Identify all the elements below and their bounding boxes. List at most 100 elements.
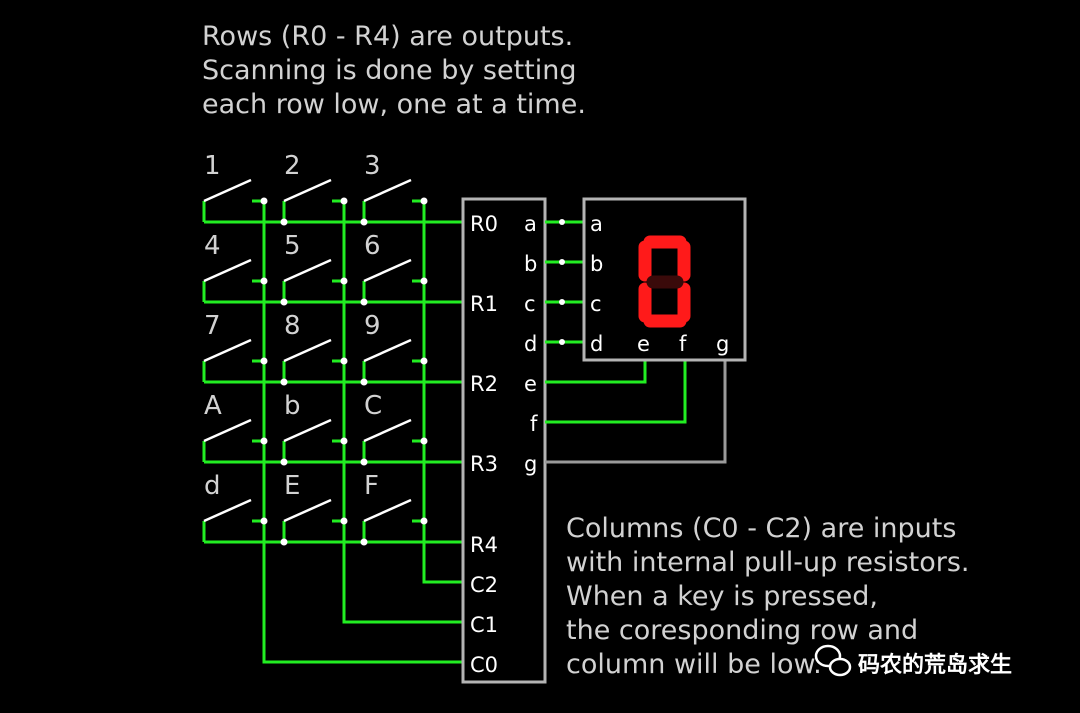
decoder-chip xyxy=(461,197,547,684)
column-junction xyxy=(260,357,268,365)
row-junction xyxy=(280,218,288,226)
display-pin-e: e xyxy=(637,332,650,356)
chip-pin-R2: R2 xyxy=(470,372,498,396)
row-junction xyxy=(360,378,368,386)
column-junction xyxy=(260,517,268,525)
chip-pin-c: c xyxy=(524,292,536,316)
key-label: F xyxy=(364,471,379,501)
watermark-text: 码农的荒岛求生 xyxy=(858,652,1012,678)
row-junction xyxy=(280,298,288,306)
chip-pin-g: g xyxy=(524,452,537,476)
column-junction xyxy=(420,197,428,205)
key-label: 4 xyxy=(204,231,221,261)
watermark: 码农的荒岛求生 xyxy=(814,644,1012,678)
top-note-line-2: Scanning is done by setting xyxy=(202,55,577,86)
chip-pin-d: d xyxy=(524,332,537,356)
display-pin-a: a xyxy=(590,212,603,236)
key-switch-5 xyxy=(283,258,332,283)
key-label: A xyxy=(204,391,222,421)
key-switch-E xyxy=(283,498,332,523)
seven-segment-display xyxy=(582,197,747,362)
chip-pin-a: a xyxy=(524,212,537,236)
column-junction xyxy=(340,517,348,525)
bottom-note-line-2: with internal pull-up resistors. xyxy=(566,547,969,578)
chip-pin-R3: R3 xyxy=(470,452,498,476)
chip-pin-C2: C2 xyxy=(470,573,498,597)
key-switch-9 xyxy=(363,338,412,363)
display-pin-d: d xyxy=(590,332,603,356)
display-pin-g: g xyxy=(716,332,729,356)
column-wire-2 xyxy=(422,200,463,584)
column-junction xyxy=(420,357,428,365)
key-switch-d xyxy=(203,498,252,523)
row-junction xyxy=(360,298,368,306)
key-label: E xyxy=(284,471,300,501)
row-junction xyxy=(360,458,368,466)
column-junction xyxy=(420,277,428,285)
row-junction xyxy=(280,458,288,466)
key-switch-4 xyxy=(203,258,252,283)
column-wire-1 xyxy=(342,200,463,624)
key-label: 2 xyxy=(284,151,301,181)
column-junction xyxy=(340,197,348,205)
column-wire-0 xyxy=(262,200,463,664)
row-junction xyxy=(360,218,368,226)
bottom-note-line-3: When a key is pressed, xyxy=(566,581,878,612)
chip-pin-C1: C1 xyxy=(470,613,498,637)
key-label: C xyxy=(364,391,382,421)
column-junction xyxy=(420,517,428,525)
key-switch-A xyxy=(203,418,252,443)
segment-wire-junctions xyxy=(559,219,565,345)
key-label: 7 xyxy=(204,311,221,341)
display-pin-c: c xyxy=(590,292,602,316)
chip-pin-b: b xyxy=(524,252,537,276)
key-switch-7 xyxy=(203,338,252,363)
wire-g xyxy=(545,360,727,464)
key-label: 9 xyxy=(364,311,381,341)
column-junction xyxy=(340,277,348,285)
chip-pin-e: e xyxy=(524,372,537,396)
wire-f xyxy=(545,360,687,424)
key-switch-3 xyxy=(363,178,412,203)
key-label: 6 xyxy=(364,231,381,261)
segment-wires xyxy=(545,220,727,464)
chip-pin-f: f xyxy=(530,412,538,436)
key-switch-8 xyxy=(283,338,332,363)
key-label: 5 xyxy=(284,231,301,261)
chip-pin-R0: R0 xyxy=(470,212,498,236)
chip-pin-C0: C0 xyxy=(470,653,498,677)
top-note-line-3: each row low, one at a time. xyxy=(202,89,586,120)
wire-e xyxy=(545,360,647,384)
key-switch-1 xyxy=(203,178,252,203)
key-label: 1 xyxy=(204,151,221,181)
display-pin-f: f xyxy=(679,332,687,356)
bottom-note-line-4: the coresponding row and xyxy=(566,615,918,646)
key-switch-6 xyxy=(363,258,412,283)
chip-pin-R4: R4 xyxy=(470,533,498,557)
key-switch-b xyxy=(283,418,332,443)
row-junction xyxy=(280,378,288,386)
column-junction xyxy=(260,197,268,205)
key-label: d xyxy=(204,471,221,501)
column-junction xyxy=(420,437,428,445)
wechat-icon xyxy=(814,644,852,677)
key-switch-C xyxy=(363,418,412,443)
chip-pin-R1: R1 xyxy=(470,292,498,316)
key-label: 8 xyxy=(284,311,301,341)
row-junction xyxy=(360,538,368,546)
column-junction xyxy=(340,437,348,445)
key-label: 3 xyxy=(364,151,381,181)
column-junction xyxy=(260,437,268,445)
top-note-line-1: Rows (R0 - R4) are outputs. xyxy=(202,21,573,52)
key-label: b xyxy=(284,391,301,421)
bottom-note-line-1: Columns (C0 - C2) are inputs xyxy=(566,513,956,544)
key-switch-2 xyxy=(283,178,332,203)
display-pin-b: b xyxy=(590,252,603,276)
key-switch-F xyxy=(363,498,412,523)
column-junction xyxy=(260,277,268,285)
column-junction xyxy=(340,357,348,365)
digit-zero xyxy=(638,235,691,328)
bottom-note-line-5: column will be low. xyxy=(566,649,822,680)
